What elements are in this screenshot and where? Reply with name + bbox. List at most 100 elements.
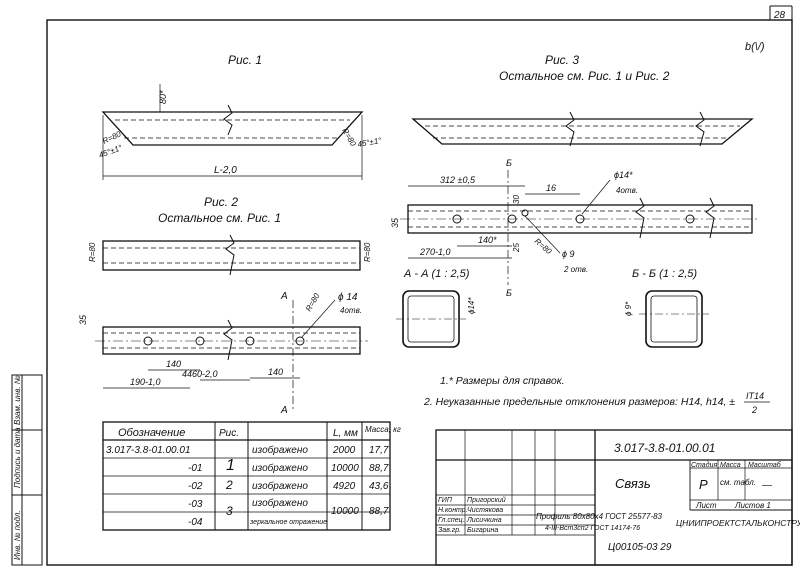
sheet-frame	[46, 19, 793, 566]
fig4-hole14: ϕ14*	[614, 170, 633, 180]
table-header-fig: Рис.	[219, 428, 239, 439]
fig4-dim-312: 312 ±0,5	[440, 175, 476, 185]
title-sheet-label: Лист	[695, 501, 717, 510]
notes: 1.* Размеры для справок. 2. Неуказанные …	[423, 375, 770, 415]
fig5-dim-140b: 140	[268, 367, 283, 377]
table-row-2-desc: изображено	[252, 462, 308, 474]
title-material-2: 4-III-Вст3сп2 ГОСТ 14174-76	[545, 525, 640, 532]
section-aa-dim: ϕ14*	[467, 297, 476, 314]
fig4-dim-16: 16	[546, 183, 556, 193]
fig2-left-r: R=80	[88, 242, 97, 262]
fig1-left-angle-2: 45°±1°	[98, 143, 125, 160]
table-row-1-length: 2000	[332, 445, 356, 456]
fig5-r80: R=80	[304, 291, 322, 313]
table-row-4-desc: изображено	[252, 497, 308, 509]
note-2-fraction-bottom: 2	[751, 405, 757, 415]
table-row-1-fig: 1	[226, 457, 235, 474]
fig2-title: Рис. 2	[204, 195, 238, 209]
title-scale-label: Масштаб	[748, 461, 782, 469]
table-row-2-mass: 88,7	[369, 463, 389, 474]
fig4-hole9: ϕ 9	[562, 249, 575, 259]
table-row-4-length: 10000	[331, 506, 359, 517]
table-row-1-desc: изображено	[252, 444, 308, 456]
table-row-5-desc: зеркальное отражение	[249, 519, 327, 526]
figure-2: Рис. 2 Остальное см. Рис. 1 R=80 R=80	[88, 195, 372, 276]
fig5-dim-35: 35	[78, 314, 88, 325]
fig3-subtitle: Остальное см. Рис. 1 и Рис. 2	[499, 69, 670, 83]
fig4-section-mark-top: Б	[506, 158, 512, 168]
title-person-4: Бигарина	[467, 527, 498, 534]
fig3-title: Рис. 3	[545, 53, 579, 67]
note-2: 2. Неуказанные предельные отклонения раз…	[423, 396, 735, 408]
fig4-dim-140: 140*	[478, 235, 497, 245]
fig4-dim-35: 35	[390, 217, 400, 228]
table-row-4-fig: 3	[226, 504, 233, 518]
figure-5: 35 R=80 ϕ 14 4отв. 140 4460-2,0 140 190-…	[78, 291, 368, 416]
table-row-2-code: -01	[188, 463, 202, 474]
fig4-dim-30: 30	[512, 195, 521, 204]
table-row-3-length: 4920	[333, 481, 356, 492]
table-row-3-desc: изображено	[252, 480, 308, 492]
title-stage-label: Стадия	[691, 461, 717, 469]
title-stage: Р	[699, 477, 708, 492]
fig5-hole-count: 4отв.	[340, 306, 362, 315]
fig1-length-dim: L-2,0	[214, 165, 237, 176]
section-bb: Б - Б (1 : 2,5) ϕ 9*	[624, 268, 709, 348]
fig5-dim-190: 190-1,0	[130, 377, 161, 387]
section-bb-title: Б - Б (1 : 2,5)	[632, 268, 697, 280]
fig4-r80: R=80	[533, 237, 554, 257]
title-person-3: Лисичкина	[466, 517, 502, 524]
note-2-fraction-top: IT14	[746, 391, 764, 401]
section-bb-dim: ϕ 9*	[624, 301, 633, 316]
title-doc-code: 3.017-3.8-01.00.01	[614, 441, 715, 455]
fig5-section-mark-top: А	[280, 291, 288, 302]
title-sheets-label: Листов 1	[734, 501, 771, 510]
figure-3: Рис. 3 Остальное см. Рис. 1 и Рис. 2	[411, 53, 754, 147]
footer-code: Ц00105-03 29	[608, 542, 672, 553]
page-number: 28	[773, 10, 786, 21]
table-row-4-code: -03	[188, 499, 203, 510]
fig5-section-mark-bottom: А	[280, 405, 288, 416]
title-mass-label: Масса	[720, 462, 741, 469]
title-scale: —	[761, 480, 773, 491]
stamp-label-sign: Подпись и дата	[13, 427, 22, 488]
corner-mark: b(\/)	[745, 41, 765, 53]
note-1: 1.* Размеры для справок.	[440, 375, 565, 387]
section-aa: А - А (1 : 2,5) ϕ14*	[396, 268, 476, 348]
side-stamp: Инв. № подл. Подпись и дата Взам. инв. №	[11, 374, 43, 566]
table-header-mass: Масса, кг	[365, 425, 401, 434]
table-row-3-code: -02	[188, 481, 203, 492]
title-mass: см. табл.	[720, 478, 756, 487]
table-header-designation: Обозначение	[118, 427, 185, 439]
table-row-3-mass: 43,6	[369, 481, 389, 492]
title-org: ЦНИИПРОЕКТСТАЛЬКОНСТРУКЦИЯ	[676, 518, 800, 528]
table-header-length: L, мм	[333, 428, 358, 439]
fig1-height-dim: 80*	[158, 90, 168, 104]
fig1-title: Рис. 1	[228, 53, 262, 67]
fig2-subtitle: Остальное см. Рис. 1	[158, 211, 281, 225]
table-row-2-length: 10000	[331, 463, 359, 474]
fig4-section-mark-bottom: Б	[506, 288, 512, 298]
fig4-hole14-count: 4отв.	[616, 186, 638, 195]
title-role-2: Н.контр.	[438, 507, 468, 514]
title-person-2: Чистякова	[467, 507, 503, 514]
spec-table: Обозначение Рис. L, мм Масса, кг 3.017-3…	[102, 421, 401, 531]
table-row-3-fig: 2	[225, 478, 233, 492]
table-row-1-mass: 17,7	[369, 445, 389, 456]
fig5-dim-4460: 4460-2,0	[182, 369, 218, 379]
title-person-1: Пригорский	[467, 496, 506, 504]
stamp-label-inv: Инв. № подл.	[13, 510, 22, 560]
fig5-hole: ϕ 14	[338, 292, 358, 303]
table-row-5-code: -04	[188, 517, 203, 528]
title-role-4: Зав.гр.	[438, 527, 461, 534]
fig4-hole9-count: 2 отв.	[563, 265, 588, 274]
table-row-1-code: 3.017-3.8-01.00.01	[106, 445, 191, 456]
title-role-3: Гл.спец.	[438, 517, 465, 524]
title-role-1: ГИП	[438, 497, 453, 504]
section-aa-title: А - А (1 : 2,5)	[403, 268, 470, 280]
fig4-dim-25: 25	[512, 243, 521, 253]
fig2-right-r: R=80	[363, 242, 372, 262]
fig1-right-angle: R=80	[340, 127, 358, 149]
